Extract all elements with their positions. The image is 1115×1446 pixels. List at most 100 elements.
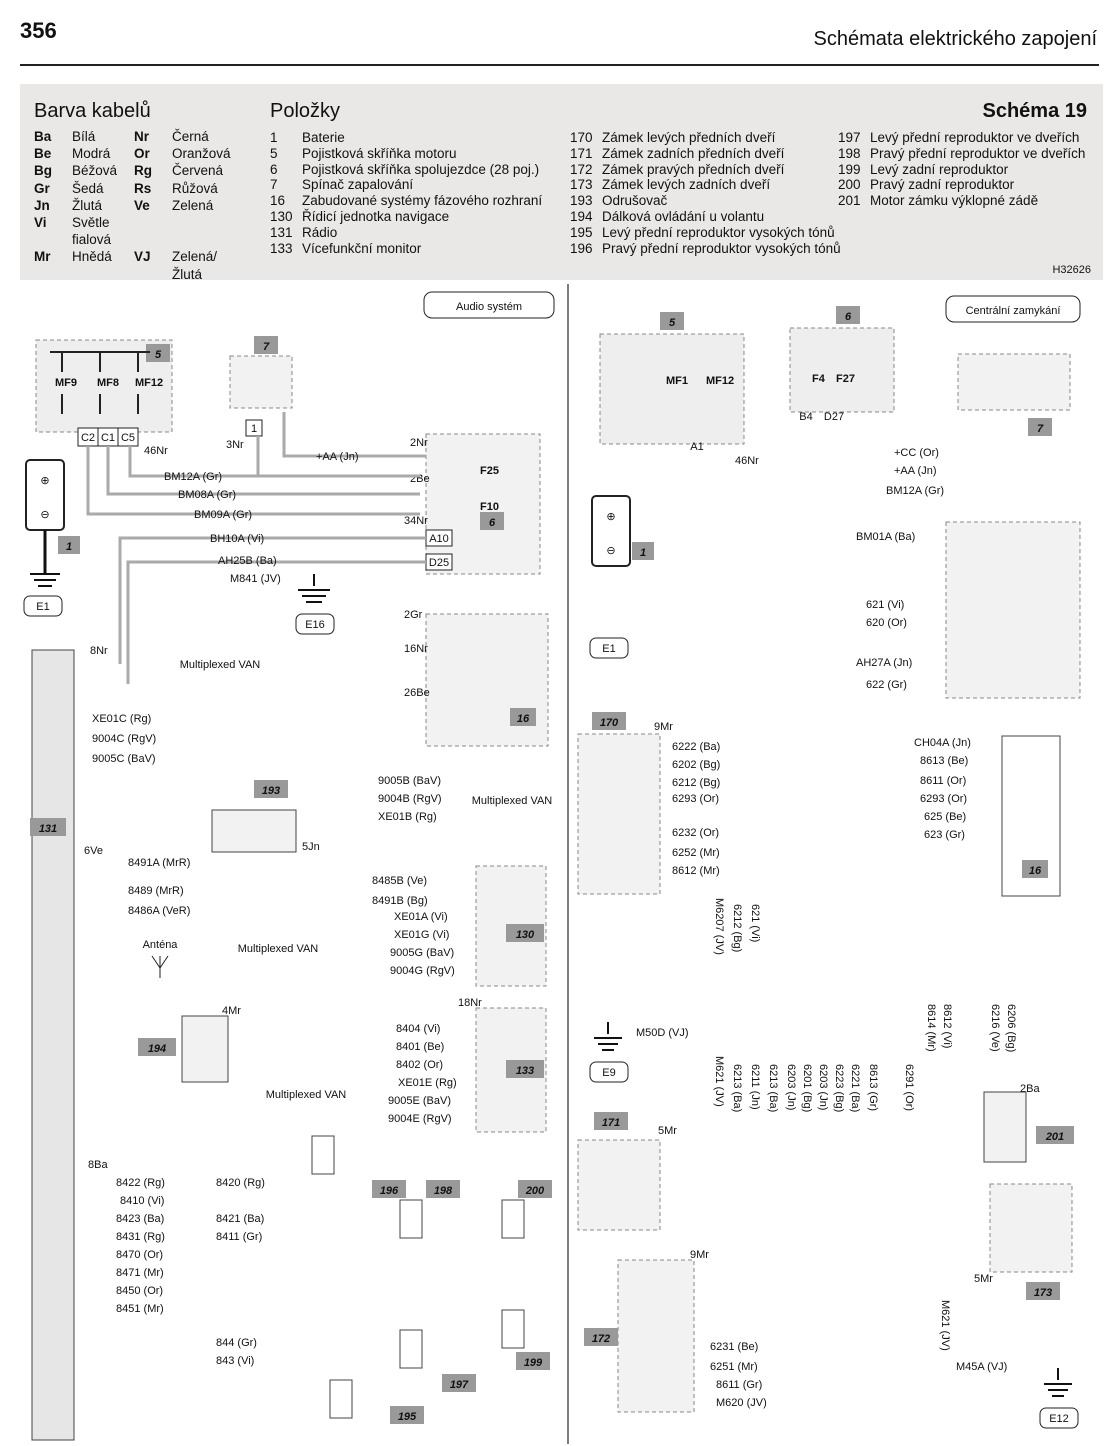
wire-843: 843 (Vi) <box>216 1355 254 1367</box>
item-row-num: 201 <box>838 193 861 209</box>
item-row-text: Pravý přední reproduktor vysokých tónů <box>602 240 841 256</box>
item-row-num: 172 <box>570 161 593 177</box>
ground-e9: E9 <box>602 1067 615 1079</box>
color-row-name: Červená <box>172 163 224 179</box>
item-row-num: 6 <box>270 161 278 177</box>
multiplexed-van-2: Multiplexed VAN <box>472 795 553 807</box>
component-7-label: 7 <box>263 341 270 353</box>
wire-8612-v: 8612 (Vi) <box>941 1004 953 1048</box>
component-172-label: 172 <box>592 1333 610 1345</box>
color-row-name: Zelená <box>172 197 214 213</box>
item-row-num: 16 <box>270 193 286 209</box>
wire-8612: 8612 (Mr) <box>672 865 720 877</box>
color-row-code: Nr <box>134 129 150 144</box>
speaker-198 <box>399 1199 423 1239</box>
color-row-code: Vi <box>34 215 47 231</box>
color-row-code <box>134 214 172 248</box>
wire-6293: 6293 (Or) <box>672 793 719 805</box>
ground-e12: E12 <box>1049 1413 1069 1425</box>
fuse-mf9: MF9 <box>55 377 77 389</box>
multiplexed-van-3: Multiplexed VAN <box>238 943 319 955</box>
speaker-196 <box>311 1135 335 1175</box>
label-8nr: 8Nr <box>90 645 108 657</box>
door-lock-172 <box>617 1259 695 1413</box>
item-row-num: 195 <box>570 224 593 240</box>
colors-heading: Barva kabelů <box>34 100 151 122</box>
speaker-197 <box>399 1329 423 1369</box>
color-row-code: Ba <box>34 129 52 144</box>
speaker-195 <box>329 1379 353 1419</box>
component-173-label: 173 <box>1034 1287 1052 1299</box>
label-5mr-b: 5Mr <box>974 1273 993 1285</box>
component-133-label: 133 <box>516 1065 534 1077</box>
item-row-text: Zámek levých zadních dveří <box>602 177 771 193</box>
antenna-label: Anténa <box>143 939 179 951</box>
fuse-mf1: MF1 <box>666 375 688 387</box>
wire-m621-b: M621 (JV) <box>939 1300 951 1351</box>
wire-9004b: 9004B (RgV) <box>378 793 442 805</box>
speaker-199 <box>501 1309 525 1349</box>
wire-xe01g: XE01G (Vi) <box>394 929 449 941</box>
item-row-text: Zámek zadních předních dveří <box>602 145 785 161</box>
item-row: 1 Baterie <box>270 130 542 146</box>
label-9mr: 9Mr <box>654 721 673 733</box>
label-5mr: 5Mr <box>658 1125 677 1137</box>
component-201-label: 201 <box>1045 1131 1064 1143</box>
color-row-name <box>172 214 234 248</box>
pin-a1: A1 <box>690 441 703 453</box>
label-34nr: 34Nr <box>404 515 428 527</box>
component-194-label: 194 <box>148 1043 166 1055</box>
item-row-num: 1 <box>270 130 278 145</box>
wire-8420: 8420 (Rg) <box>216 1177 265 1189</box>
battery-minus-icon-right: ⊖ <box>606 545 615 557</box>
item-row-text: Levý zadní reproduktor <box>870 161 1009 177</box>
item-row-text: Rádio <box>302 224 338 240</box>
wire-6291: 6291 (Or) <box>903 1064 915 1111</box>
item-row-num: 170 <box>570 130 593 145</box>
item-row-text: Pojistková skříňka spolujezdce (28 poj.) <box>302 161 540 177</box>
wire-9005g: 9005G (BaV) <box>390 947 454 959</box>
wire-8431: 8431 (Rg) <box>116 1231 165 1243</box>
ignition-switch-7-right <box>957 353 1071 411</box>
color-row-name: Modrá <box>72 146 111 162</box>
item-row-text: Baterie <box>302 130 345 145</box>
item-row: 6 Pojistková skříňka spolujezdce (28 poj.… <box>270 162 542 178</box>
wire-8491a: 8491A (MrR) <box>128 857 190 869</box>
component-198-label: 198 <box>434 1185 453 1197</box>
ground-e16-icon <box>298 574 330 603</box>
multiplexed-van-1: Multiplexed VAN <box>180 659 261 671</box>
wire-9004e: 9004E (RgV) <box>388 1113 452 1125</box>
wire-bm09a: BM09A (Gr) <box>194 509 252 521</box>
battery-plus-icon: ⊕ <box>40 475 49 487</box>
wire-6213: 6213 (Ba) <box>731 1064 743 1112</box>
item-row-text: Odrušovač <box>602 193 668 209</box>
fusebox-5-right <box>599 333 745 445</box>
component-5-label-right: 5 <box>669 317 676 329</box>
color-row-code: Be <box>34 146 52 162</box>
item-row-num: 194 <box>570 208 593 224</box>
color-row-name: Béžová <box>72 163 118 179</box>
label-2gr: 2Gr <box>404 609 423 621</box>
component-7-label-right: 7 <box>1037 423 1044 435</box>
ground-e1: E1 <box>36 601 49 613</box>
wire-6252: 6252 (Mr) <box>672 847 720 859</box>
wire-9004c: 9004C (RgV) <box>92 733 156 745</box>
wire-bm08a: BM08A (Gr) <box>178 489 236 501</box>
item-row-num: 130 <box>270 208 293 224</box>
component-197-label: 197 <box>450 1379 469 1391</box>
component-200-label: 200 <box>525 1185 545 1197</box>
label-6ve: 6Ve <box>84 845 103 857</box>
color-row-code: VJ <box>134 249 151 265</box>
